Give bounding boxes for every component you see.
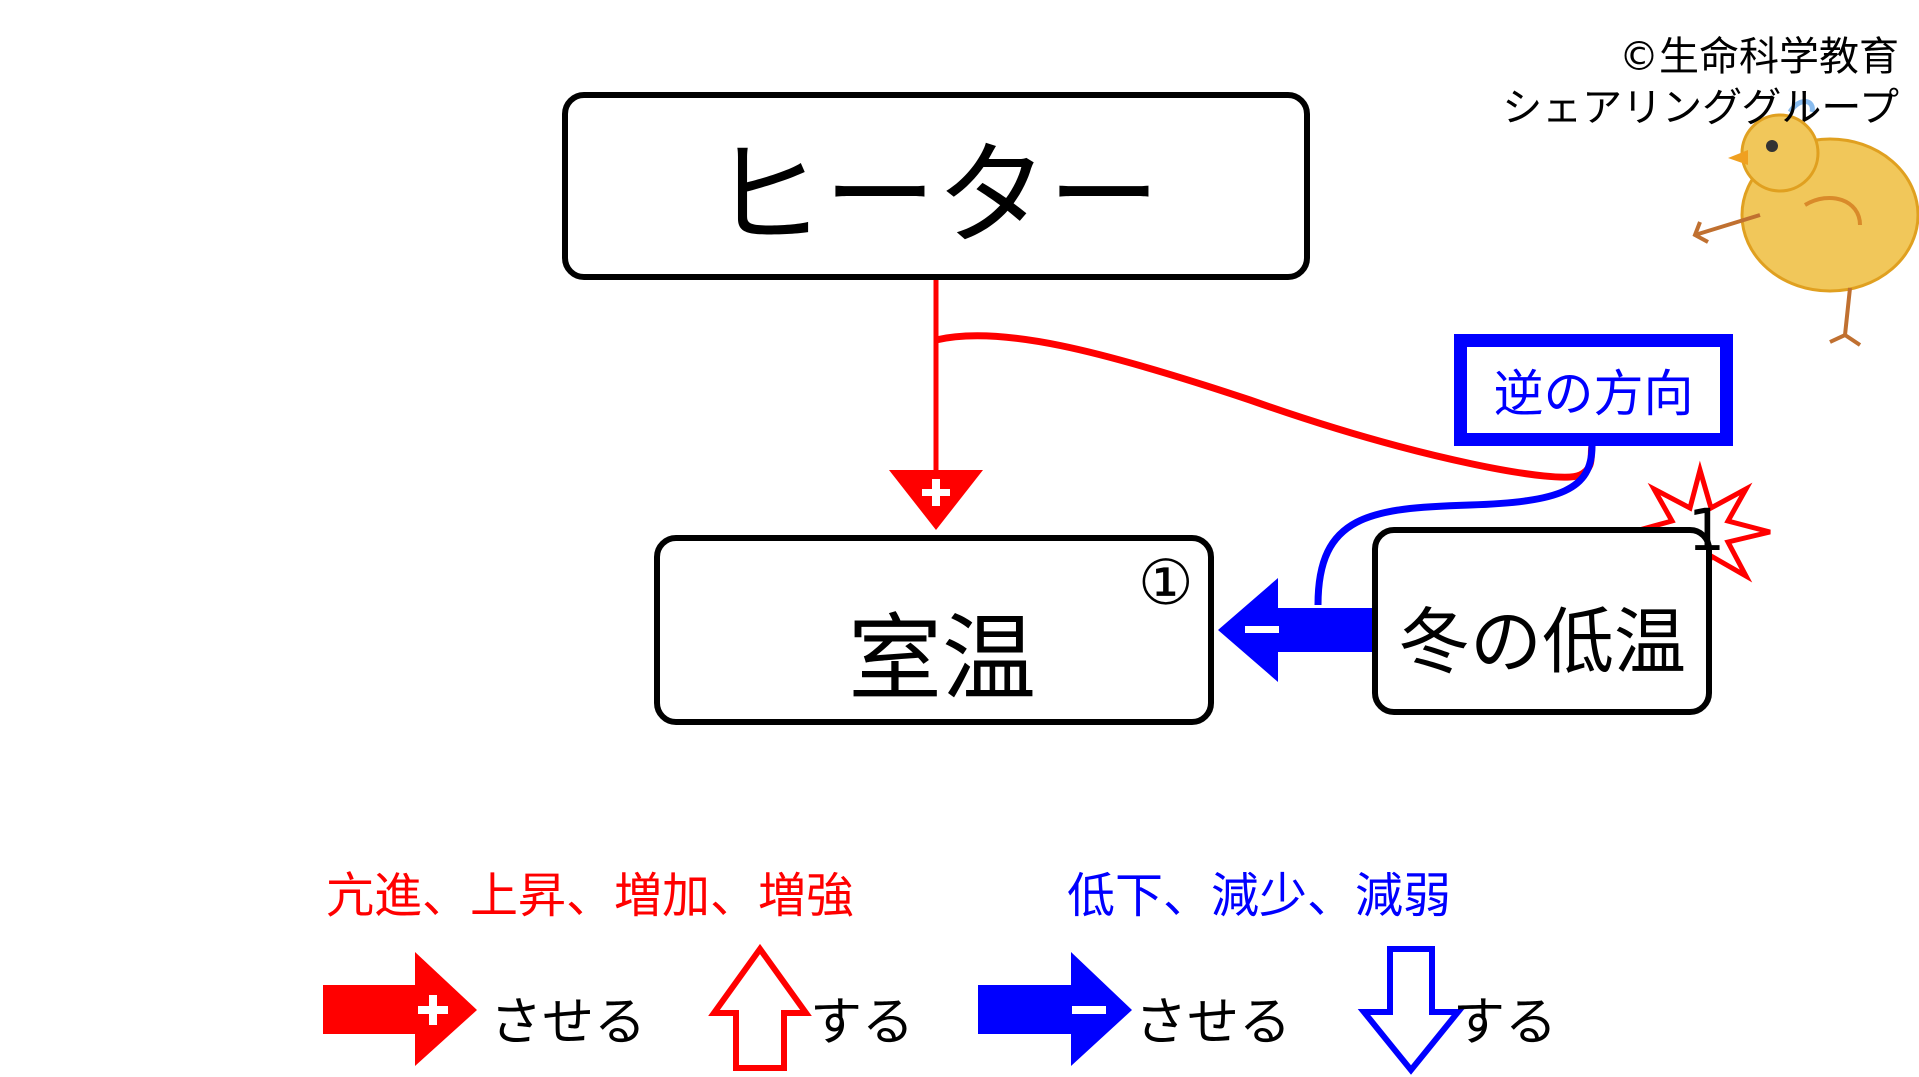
circled-number-marker: ①	[1138, 546, 1194, 619]
reverse-direction-label: 逆の方向	[1493, 365, 1694, 423]
legend-up-arrow-icon	[708, 943, 812, 1071]
reverse-direction-node: 逆の方向	[1454, 334, 1733, 446]
heater-label: ヒーター	[712, 131, 1160, 261]
copyright-notice: ©生命科学教育 シェアリンググループ	[1502, 32, 1899, 134]
legend-minus-sign	[1072, 1006, 1106, 1014]
copyright-line-1: ©生命科学教育	[1619, 34, 1899, 80]
reverse-to-arrow-curve	[1314, 445, 1596, 606]
legend-minus-cause-label: させる	[1135, 993, 1292, 1053]
legend-down-self-label: する	[1453, 993, 1558, 1053]
minus-arrow	[1218, 578, 1372, 682]
burst-number: 1	[1688, 496, 1725, 564]
legend-minus-arrow-icon	[978, 952, 1132, 1066]
legend-plus-cause-label: させる	[490, 993, 647, 1053]
legend-increase-words: 亢進、上昇、増加、増強	[326, 868, 855, 924]
heater-node: ヒーター	[562, 92, 1310, 280]
legend-up-self-label: する	[810, 993, 915, 1053]
legend-decrease-words: 低下、減少、減弱	[1067, 868, 1452, 924]
room-temperature-label: 室温	[848, 605, 1037, 714]
legend-down-arrow-icon	[1357, 946, 1465, 1075]
minus-sign	[1245, 626, 1279, 633]
winter-cold-label: 冬の低温	[1398, 600, 1687, 684]
room-temperature-node: 室温	[654, 535, 1214, 725]
legend-plus-arrow-icon	[323, 952, 477, 1066]
legend-plus-sign-v	[429, 995, 437, 1025]
plus-sign-v	[932, 479, 940, 506]
copyright-line-2: シェアリンググループ	[1502, 85, 1899, 131]
winter-cold-node: 冬の低温	[1372, 527, 1712, 715]
chick-mascot-icon	[1692, 99, 1919, 347]
